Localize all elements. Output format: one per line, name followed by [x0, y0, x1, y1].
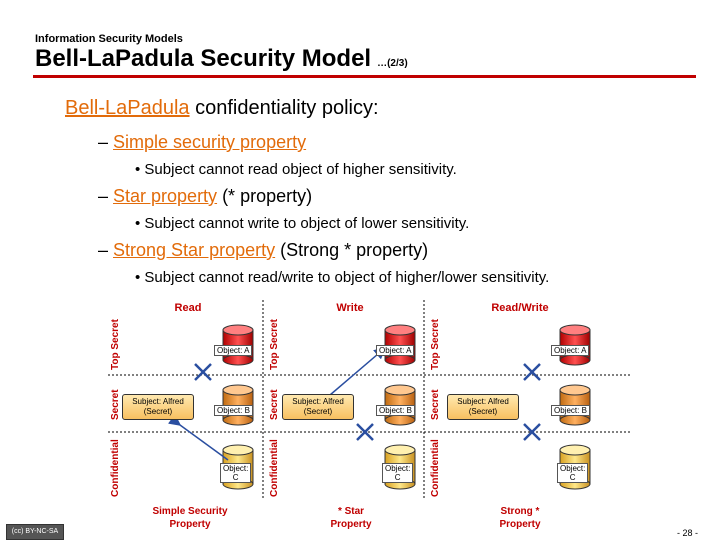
item-text: (* property)	[217, 186, 313, 206]
list-detail: • Subject cannot write to object of lowe…	[135, 215, 470, 232]
list-detail: • Subject cannot read object of higher s…	[135, 161, 457, 178]
page-number: - 28 -	[676, 528, 698, 538]
caption-simple-security: Simple Security Property	[152, 506, 228, 530]
subject-alfred: Subject: Alfred (Secret)	[122, 394, 194, 420]
level-label-confidential: Confidential	[110, 439, 121, 497]
cross-icon	[523, 423, 541, 441]
intro-text: confidentiality policy:	[189, 97, 379, 119]
object-label: Object: C	[382, 463, 414, 483]
column-heading-readwrite: Read/Write	[491, 302, 549, 314]
cross-icon	[356, 423, 374, 441]
column-heading-read: Read	[174, 302, 202, 314]
column-heading-write: Write	[336, 302, 364, 314]
subject-alfred: Subject: Alfred (Secret)	[282, 394, 354, 420]
list-item: – Strong Star property (Strong * propert…	[98, 240, 429, 260]
subject-alfred: Subject: Alfred (Secret)	[447, 394, 519, 420]
detail-text: Subject cannot read object of higher sen…	[144, 161, 457, 178]
slide-title-text: Bell-LaPadula Security Model	[35, 45, 372, 72]
object-label: Object: B	[551, 405, 590, 416]
item-text: (Strong * property)	[275, 240, 429, 260]
deck-subtitle: Information Security Models	[35, 33, 183, 45]
caption-strong-star: Strong * Property	[499, 506, 541, 530]
title-rule	[33, 75, 696, 78]
caption-star: * Star Property	[330, 506, 372, 530]
detail-text: Subject cannot read/write to object of h…	[144, 269, 550, 286]
level-label-secret: Secret	[430, 389, 441, 420]
slide-title-suffix: …(2/3)	[377, 58, 408, 69]
object-label: Object: C	[557, 463, 589, 483]
object-label: Object: B	[376, 405, 415, 416]
write-arrow	[329, 347, 387, 396]
object-label: Object: A	[551, 345, 590, 356]
object-label: Object: C	[220, 463, 252, 483]
object-label: Object: A	[214, 345, 253, 356]
list-detail: • Subject cannot read/write to object of…	[135, 269, 550, 286]
level-label-secret: Secret	[269, 389, 280, 420]
level-label-top-secret: Top Secret	[430, 319, 441, 370]
cross-icon	[194, 363, 212, 381]
intro-link[interactable]: Bell-LaPadula	[65, 97, 190, 119]
read-arrow	[167, 413, 229, 461]
item-link[interactable]: Simple security property	[113, 132, 307, 152]
level-label-secret: Secret	[110, 389, 121, 420]
list-item: – Simple security property	[98, 132, 307, 152]
slide-title: Bell-LaPadula Security Model …(2/3)	[35, 45, 408, 73]
detail-text: Subject cannot write to object of lower …	[144, 215, 470, 232]
intro-bullet: Bell-LaPadula confidentiality policy:	[65, 97, 379, 120]
item-link[interactable]: Star property	[113, 186, 218, 206]
list-item: – Star property (* property)	[98, 186, 313, 206]
object-label: Object: B	[214, 405, 253, 416]
level-label-top-secret: Top Secret	[110, 319, 121, 370]
item-link[interactable]: Strong Star property	[113, 240, 276, 260]
level-label-confidential: Confidential	[430, 439, 441, 497]
cross-icon	[523, 363, 541, 381]
object-label: Object: A	[376, 345, 415, 356]
cc-license-badge: (cc) BY-NC-SA	[6, 524, 64, 540]
level-label-top-secret: Top Secret	[269, 319, 280, 370]
level-label-confidential: Confidential	[269, 439, 280, 497]
